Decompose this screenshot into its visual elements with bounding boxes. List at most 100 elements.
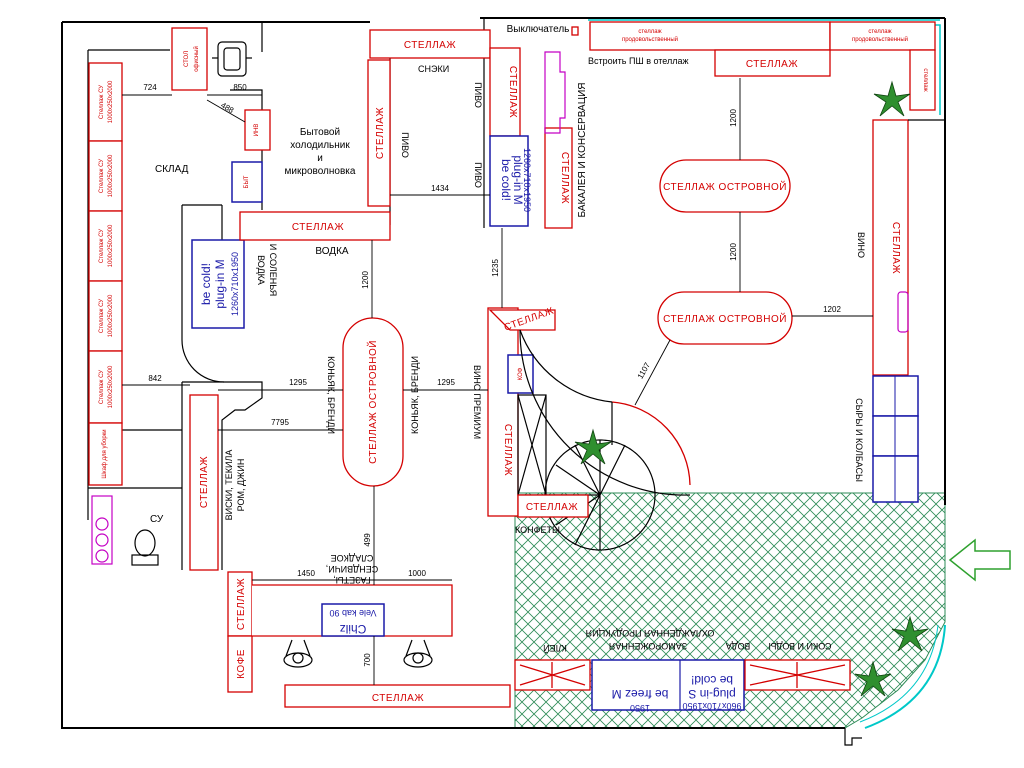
vyklyuchatel-label: Выключатель bbox=[507, 24, 570, 35]
konfety-label: КОНФЕТЫ bbox=[515, 525, 560, 535]
plant-icon bbox=[574, 428, 612, 465]
svg-text:1200: 1200 bbox=[729, 109, 738, 127]
svg-text:1295: 1295 bbox=[289, 378, 307, 387]
svg-text:be cold!: be cold! bbox=[691, 673, 733, 687]
svg-text:1000: 1000 bbox=[408, 569, 426, 578]
konyak-label-1: КОНЬЯК, БРЕНДИ bbox=[326, 356, 336, 434]
svg-text:700: 700 bbox=[363, 653, 372, 667]
konyak-label-2: КОНЬЯК, БРЕНДИ bbox=[410, 356, 420, 434]
vstroit-label: Встроить ПШ в отеллаж bbox=[588, 56, 689, 66]
svg-text:850: 850 bbox=[233, 83, 247, 92]
svg-text:СТЕЛЛАЖ: СТЕЛЛАЖ bbox=[292, 222, 344, 233]
svg-text:1235: 1235 bbox=[491, 259, 500, 277]
syry-cabinets bbox=[872, 375, 919, 503]
svg-text:СЛАДКОЕ: СЛАДКОЕ bbox=[331, 553, 374, 563]
svg-text:Бытовой: Бытовой bbox=[300, 127, 340, 138]
stellazh-su-label-5: Стеллаж СУ bbox=[99, 370, 105, 404]
svg-text:960х710х1950: 960х710х1950 bbox=[682, 701, 741, 711]
person-icon bbox=[403, 639, 433, 668]
svg-text:СТЕЛЛАЖ: СТЕЛЛАЖ bbox=[507, 66, 518, 118]
becold-center: be cold! plug-in M 1260х710х1950 bbox=[489, 135, 532, 227]
svg-text:ИНВ: ИНВ bbox=[254, 124, 260, 137]
syry-label: СЫРЫ И КОЛБАСЫ bbox=[854, 398, 864, 482]
stellazh-su-label-4: Стеллаж СУ bbox=[99, 299, 105, 333]
vodka-label: ВОДКА bbox=[315, 246, 348, 257]
stellazh-vino-premium bbox=[487, 307, 519, 517]
svg-text:СТЕЛЛАЖ: СТЕЛЛАЖ bbox=[890, 222, 901, 274]
su-label: СУ bbox=[150, 514, 164, 525]
stellazh-su-label-3: Стеллаж СУ bbox=[99, 229, 105, 263]
plant-icon bbox=[873, 80, 911, 117]
stellazh-su-size-2: 1000х250х2000 bbox=[108, 154, 114, 197]
stellazh-ostrovnoy-mid: СТЕЛЛАЖ ОСТРОВНОЙ bbox=[657, 291, 793, 345]
svg-text:1260х710х1950: 1260х710х1950 bbox=[230, 252, 240, 316]
svg-text:be cold!: be cold! bbox=[199, 263, 213, 305]
vino-premium-label: ВИНО ПРЕМИУМ bbox=[472, 365, 482, 439]
svg-text:842: 842 bbox=[148, 374, 162, 383]
svg-text:Vele kab 90: Vele kab 90 bbox=[329, 608, 376, 618]
svg-text:be cold!: be cold! bbox=[499, 159, 513, 201]
svg-text:plug-in M: plug-in M bbox=[213, 259, 227, 308]
svg-text:1450: 1450 bbox=[297, 569, 315, 578]
svg-text:и: и bbox=[317, 153, 323, 164]
svg-text:микроволновка: микроволновка bbox=[285, 166, 356, 177]
svg-text:1202: 1202 bbox=[823, 305, 841, 314]
stellazh-su-label-1: Стеллаж СУ bbox=[99, 85, 105, 119]
stellazh-ostrovnoy-top: СТЕЛЛАЖ ОСТРОВНОЙ bbox=[659, 159, 791, 213]
svg-text:СТЕЛЛАЖ ОСТРОВНОЙ: СТЕЛЛАЖ ОСТРОВНОЙ bbox=[663, 180, 787, 193]
svg-text:СТЕЛЛАЖ: СТЕЛЛАЖ bbox=[559, 152, 570, 204]
svg-text:plug-in M: plug-in M bbox=[511, 155, 525, 204]
stellazh-su-size-3: 1000х250х2000 bbox=[108, 224, 114, 267]
vino-label: ВИНО bbox=[856, 232, 866, 258]
soki-label: СОКИ И ВОДЫ bbox=[768, 641, 831, 651]
stellazh-top bbox=[369, 29, 491, 59]
zamorozhennaya-label: ЗАМОРОЖЕННАЯ bbox=[609, 641, 687, 651]
svg-text:1200: 1200 bbox=[361, 271, 370, 289]
vodka-solenya-label: ВОДКА И СОЛЕНЬЯ bbox=[256, 244, 278, 297]
svg-text:СТЕЛЛАЖ ОСТРОВНОЙ: СТЕЛЛАЖ ОСТРОВНОЙ bbox=[663, 312, 787, 325]
svg-text:499: 499 bbox=[363, 533, 372, 547]
stellazh-pivo bbox=[489, 47, 521, 137]
svg-text:1434: 1434 bbox=[431, 184, 449, 193]
svg-text:ВОДКА: ВОДКА bbox=[256, 255, 266, 285]
svg-text:КОФЕ: КОФЕ bbox=[236, 649, 247, 679]
toilet-icon bbox=[131, 529, 159, 566]
stellazh-vodka bbox=[239, 211, 391, 241]
entrance-arrow-icon bbox=[948, 538, 1011, 582]
svg-text:КОФ: КОФ bbox=[518, 367, 524, 380]
office-area: СТОЛ офисный bbox=[171, 27, 252, 91]
bakaleya-label: БАКАЛЕЯ И КОНСЕРВАЦИЯ bbox=[577, 82, 588, 217]
office-chair-icon bbox=[212, 41, 252, 77]
svg-text:7795: 7795 bbox=[271, 418, 289, 427]
becold-left: be cold! plug-in M 1260х710х1950 bbox=[191, 239, 245, 329]
bytovoy-label: Бытовой холодильник и микроволновка bbox=[285, 127, 356, 177]
toilet-room: СУ bbox=[91, 495, 164, 566]
svg-text:СТЕЛЛАЖ ОСТРОВНОЙ: СТЕЛЛАЖ ОСТРОВНОЙ bbox=[366, 340, 379, 464]
pivo-label-3: ПИВО bbox=[473, 162, 483, 188]
stellazh-viski bbox=[189, 394, 219, 571]
svg-text:стеллаж: стеллаж bbox=[868, 29, 891, 35]
stol-label-2: офисный bbox=[193, 46, 200, 72]
svg-text:холодильник: холодильник bbox=[290, 140, 350, 151]
svg-text:продовольственный: продовольственный bbox=[622, 36, 678, 43]
svg-text:БЫТ: БЫТ bbox=[244, 175, 250, 188]
svg-text:1295: 1295 bbox=[437, 378, 455, 387]
kofe-counter bbox=[227, 635, 253, 693]
stellazh-top-label: СТЕЛЛАЖ bbox=[404, 40, 456, 51]
svg-text:be freez M: be freez M bbox=[612, 687, 669, 701]
stellazh-top-right bbox=[714, 49, 831, 77]
svg-text:1950: 1950 bbox=[630, 703, 650, 713]
svg-text:И СОЛЕНЬЯ: И СОЛЕНЬЯ bbox=[268, 244, 278, 297]
kley-label: КЛЕЙ bbox=[543, 643, 567, 654]
outer-walls bbox=[61, 17, 946, 746]
shkaf-label: Шкаф для уборки bbox=[102, 429, 108, 478]
stellazh-su-label-2: Стеллаж СУ bbox=[99, 159, 105, 193]
svg-text:стеллаж: стеллаж bbox=[922, 68, 928, 91]
svg-text:продовольственный: продовольственный bbox=[852, 36, 908, 43]
svg-text:488: 488 bbox=[219, 101, 236, 116]
svg-text:СТЕЛЛАЖ: СТЕЛЛАЖ bbox=[199, 456, 210, 508]
svg-text:РОМ, ДЖИН: РОМ, ДЖИН bbox=[236, 459, 246, 512]
svg-text:СТЕЛЛАЖ: СТЕЛЛАЖ bbox=[502, 424, 513, 476]
stellazh-konfety bbox=[517, 494, 589, 518]
